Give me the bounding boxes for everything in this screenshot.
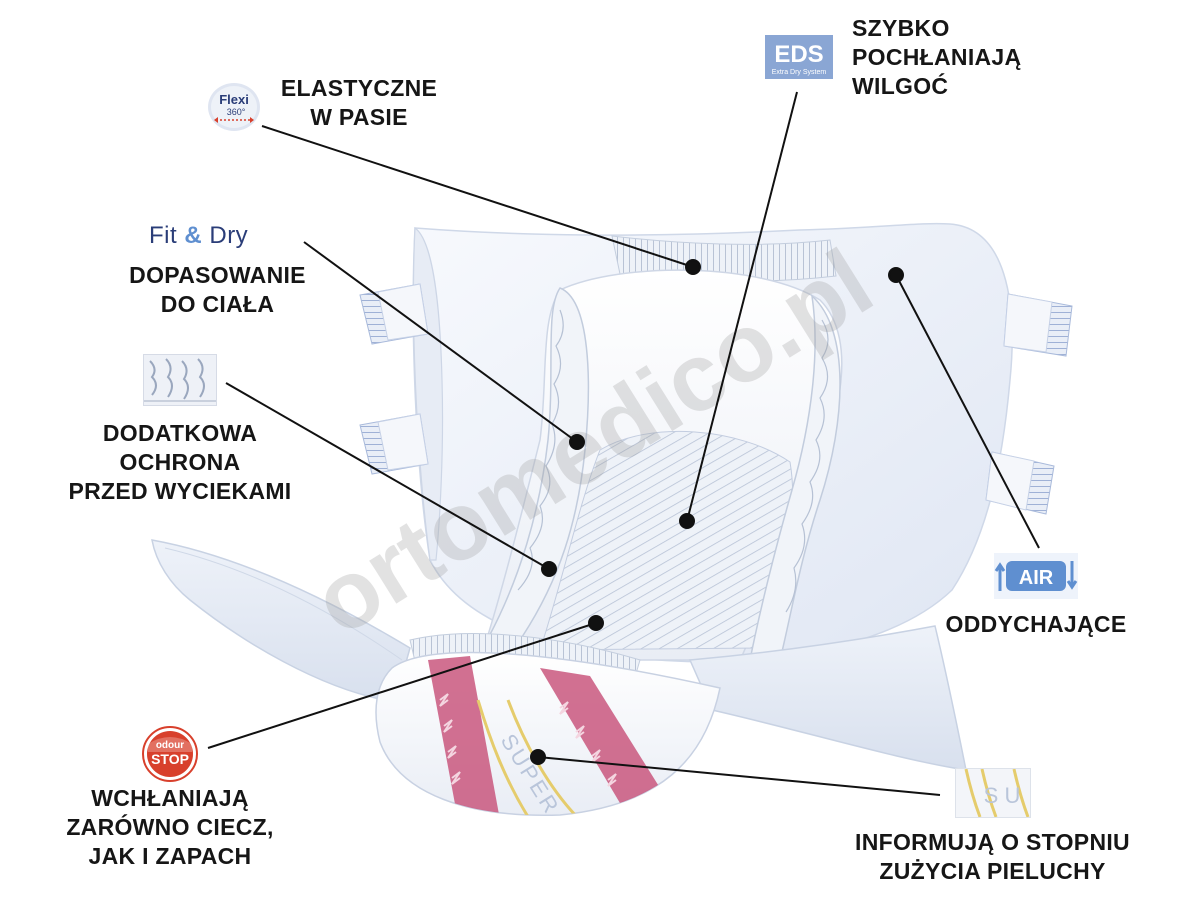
callout-dot-wetness bbox=[530, 749, 546, 765]
svg-text:AIR: AIR bbox=[1019, 567, 1054, 589]
callout-line-elastic bbox=[261, 125, 694, 268]
leak-guard-icon bbox=[143, 354, 217, 406]
feature-label-elastic: ELASTYCZNE W PASIE bbox=[280, 75, 438, 130]
feature-label-fit: DOPASOWANIE DO CIAŁA bbox=[129, 262, 306, 317]
feature-label-leak: DODATKOWA OCHRONA PRZED WYCIEKAMI bbox=[68, 420, 292, 504]
callout-lines bbox=[207, 91, 1040, 796]
diaper-illustration: SUPER bbox=[151, 222, 1073, 817]
gold-indicator-right bbox=[506, 699, 582, 816]
callout-dot-leak bbox=[541, 561, 557, 577]
wetness-indicator-icon: S U bbox=[955, 768, 1031, 818]
svg-text:Flexi: Flexi bbox=[219, 92, 249, 107]
callout-line-eds bbox=[686, 91, 798, 522]
feature-label-air: ODDYCHAJĄCE bbox=[945, 611, 1127, 637]
callout-line-wetness bbox=[537, 756, 941, 796]
callout-line-air bbox=[895, 274, 1040, 549]
svg-text:odour: odour bbox=[156, 740, 184, 751]
gold-indicator-left bbox=[476, 699, 532, 816]
callout-dot-elastic bbox=[685, 259, 701, 275]
right-front-wing bbox=[688, 625, 967, 771]
svg-text:360°: 360° bbox=[227, 107, 246, 117]
right-fastening-tabs bbox=[985, 293, 1073, 515]
pink-stripe-right bbox=[540, 668, 680, 816]
svg-text:S U: S U bbox=[984, 783, 1021, 808]
callout-line-odour bbox=[207, 622, 597, 749]
left-front-wing bbox=[151, 539, 411, 703]
svg-text:STOP: STOP bbox=[151, 751, 189, 767]
feature-label-odour: WCHŁANIAJĄ ZARÓWNO CIECZ, JAK I ZAPACH bbox=[66, 785, 274, 869]
callout-dot-air bbox=[888, 267, 904, 283]
callout-dot-fit bbox=[569, 434, 585, 450]
feature-label-wetness: INFORMUJĄ O STOPNIU ZUŻYCIA PIELUCHY bbox=[855, 829, 1130, 884]
callout-dot-odour bbox=[588, 615, 604, 631]
left-fastening-tabs bbox=[359, 283, 429, 475]
callout-line-leak bbox=[225, 382, 550, 570]
svg-text:Extra Dry System: Extra Dry System bbox=[772, 69, 827, 76]
eds-icon: EDS Extra Dry System bbox=[765, 35, 833, 79]
flexi-360-icon: Flexi 360° bbox=[207, 82, 261, 132]
air-icon: AIR bbox=[994, 553, 1078, 599]
svg-text:EDS: EDS bbox=[774, 41, 823, 68]
odour-stop-icon: odour STOP bbox=[142, 726, 198, 782]
fit-and-dry-logo: Fit & Dry bbox=[149, 222, 249, 249]
callout-dot-eds bbox=[679, 513, 695, 529]
feature-label-eds: SZYBKO POCHŁANIAJĄ WILGOĆ bbox=[852, 15, 1022, 99]
callout-line-fit bbox=[303, 241, 578, 443]
